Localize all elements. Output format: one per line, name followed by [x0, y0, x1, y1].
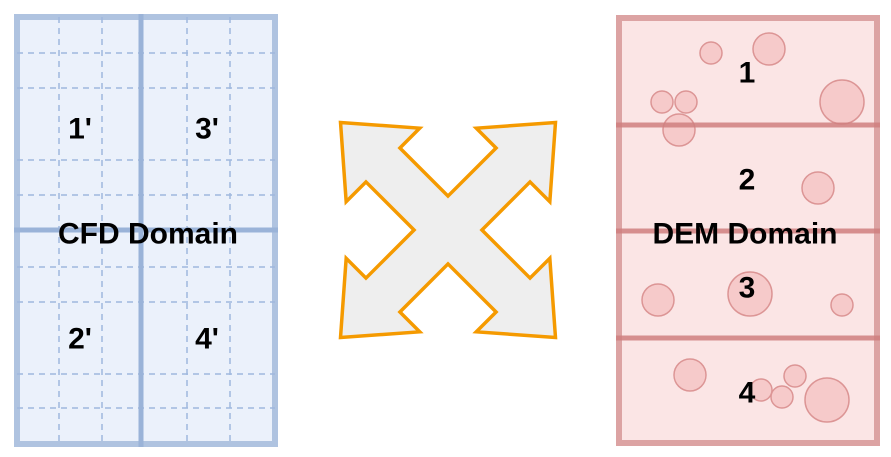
cfd-domain-title: CFD Domain — [58, 218, 238, 251]
particle — [673, 358, 707, 392]
dem-subdomain-label: 2 — [739, 164, 756, 197]
particle — [749, 378, 773, 402]
particle — [727, 271, 773, 317]
particle — [662, 113, 696, 147]
cfd-subdomain-label: 3' — [195, 113, 219, 146]
dem-domain: 1 2 3 4 DEM Domain — [616, 15, 880, 446]
cfd-subdomain-label: 1' — [68, 113, 92, 146]
dem-particles — [641, 32, 865, 423]
particle — [770, 385, 794, 409]
particle — [650, 90, 674, 114]
four-way-arrow-icon — [338, 120, 558, 340]
exchange-arrow — [338, 120, 558, 340]
particle — [699, 41, 723, 65]
dem-partitions — [616, 122, 880, 341]
particle — [801, 171, 835, 205]
cfd-domain: 1' 3' 2' 4' CFD Domain — [14, 14, 278, 447]
dem-domain-title: DEM Domain — [652, 218, 837, 251]
particle — [674, 90, 698, 114]
dem-subdomain-label: 3 — [739, 272, 756, 305]
cfd-subdomain-label: 4' — [195, 323, 219, 356]
dem-subdomain-label: 4 — [739, 377, 756, 410]
cfd-mesh-grid — [17, 17, 275, 444]
particle — [830, 293, 854, 317]
particle — [783, 364, 807, 388]
particle — [752, 32, 786, 66]
dem-subdomain-label: 1 — [739, 57, 756, 90]
particle — [641, 283, 675, 317]
particle — [819, 79, 865, 125]
cfd-subdomain-label: 2' — [68, 323, 92, 356]
particle — [804, 377, 850, 423]
